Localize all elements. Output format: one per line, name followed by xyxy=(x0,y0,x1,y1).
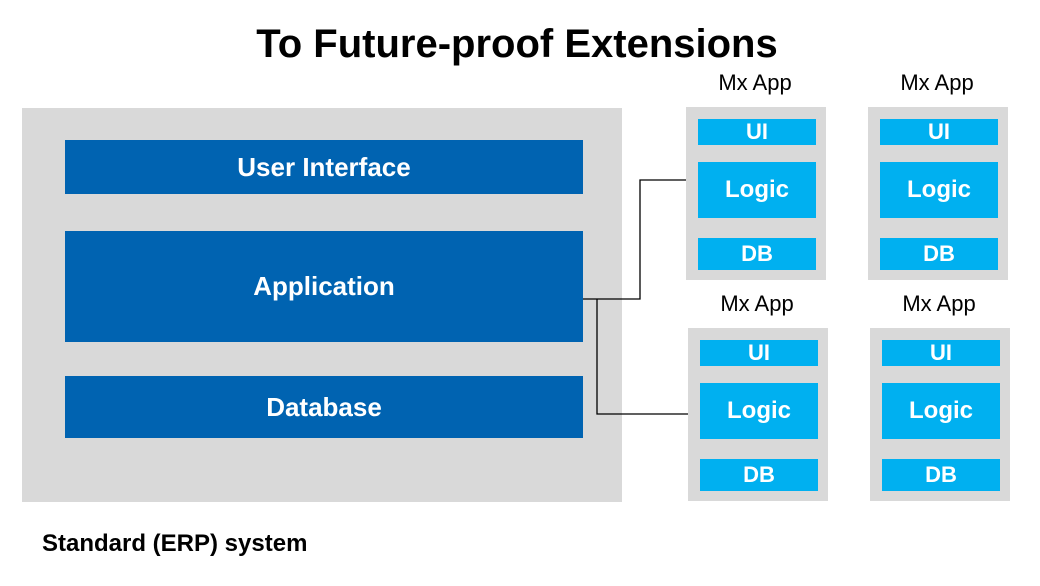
mx-app-label: Mx App xyxy=(902,291,976,316)
erp-layer-application: Application xyxy=(65,231,583,342)
mx-app-db: DB xyxy=(882,459,1000,491)
mx-app-panel: UI Logic DB xyxy=(688,328,828,501)
mx-app-panel: UI Logic DB xyxy=(870,328,1010,501)
connector-bottom xyxy=(596,299,688,415)
mx-app-label: Mx App xyxy=(720,291,794,316)
connector-top xyxy=(583,179,686,300)
mx-app-logic: Logic xyxy=(698,162,816,218)
erp-system-caption: Standard (ERP) system xyxy=(42,530,308,557)
mx-app-ui: UI xyxy=(880,119,998,145)
mx-app-logic: Logic xyxy=(880,162,998,218)
mx-app-db: DB xyxy=(880,238,998,270)
erp-layer-database: Database xyxy=(65,376,583,438)
mx-app-label: Mx App xyxy=(900,70,974,95)
mx-app-panel: UI Logic DB xyxy=(868,107,1008,280)
mx-app-db: DB xyxy=(700,459,818,491)
erp-layer-user-interface: User Interface xyxy=(65,140,583,194)
mx-app-ui: UI xyxy=(882,340,1000,366)
mx-app-ui: UI xyxy=(700,340,818,366)
mx-app-logic: Logic xyxy=(700,383,818,439)
mx-app-panel: UI Logic DB xyxy=(686,107,826,280)
mx-app-logic: Logic xyxy=(882,383,1000,439)
diagram-title: To Future-proof Extensions xyxy=(256,22,778,66)
mx-app-label: Mx App xyxy=(718,70,792,95)
mx-app-db: DB xyxy=(698,238,816,270)
mx-app-ui: UI xyxy=(698,119,816,145)
